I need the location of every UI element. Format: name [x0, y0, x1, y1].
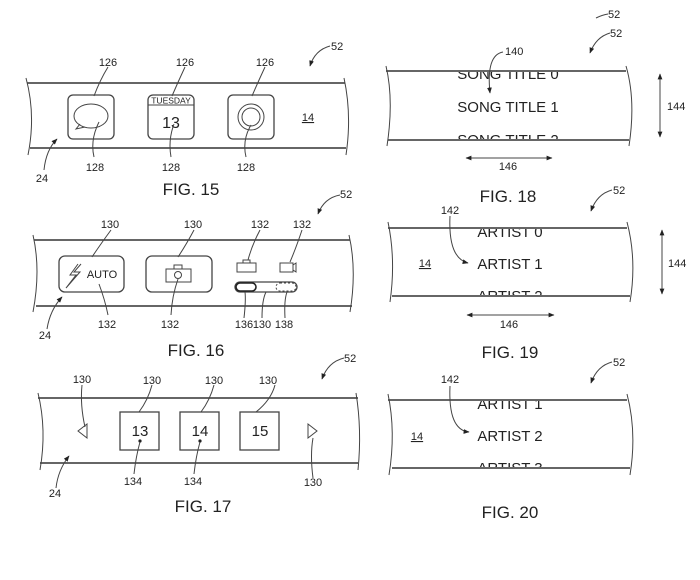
- figure-16: AUTO 130 130 132 132 132 132 136 130 138…: [33, 189, 353, 360]
- ref-mode-icon-132: 132: [251, 219, 269, 231]
- list-item[interactable]: ARTIST 1: [477, 396, 542, 413]
- ref-device-52: 52: [344, 353, 356, 365]
- ref-arrow-130: 130: [73, 374, 91, 386]
- ref-strip-24: 24: [39, 330, 51, 342]
- ref-display-14: 14: [419, 258, 431, 270]
- list-item[interactable]: ARTIST 0: [477, 224, 542, 241]
- ref-strip-24: 24: [49, 488, 61, 500]
- ref-device-52: 52: [613, 357, 625, 369]
- camera-shutter-button[interactable]: [146, 256, 212, 292]
- ref-item-142: 142: [441, 374, 459, 386]
- figure-caption: FIG. 15: [163, 180, 220, 199]
- figure-caption: FIG. 19: [482, 343, 539, 362]
- ref-date-130: 130: [259, 375, 277, 387]
- ref-icon-126: 126: [176, 57, 194, 69]
- ref-slider-136: 136: [235, 319, 253, 331]
- ref-date-130: 130: [143, 375, 161, 387]
- date-label: 13: [132, 423, 149, 440]
- ref-glyph-132: 132: [161, 319, 179, 331]
- figure-17: 13 14 15 130 130 130 130 134 134 130 24 …: [38, 353, 360, 516]
- ref-horizontal-146: 146: [500, 319, 518, 331]
- record-app-button[interactable]: [228, 95, 274, 139]
- ref-device-52: 52: [608, 9, 620, 21]
- ref-slider-130: 130: [253, 319, 271, 331]
- ref-horizontal-146: 146: [499, 161, 517, 173]
- ref-vertical-144: 144: [668, 258, 686, 270]
- figure-15: TUESDAY 13 14 126 126 126 128 128 128 24…: [26, 41, 349, 199]
- ref-item-142: 142: [441, 205, 459, 217]
- ref-device-52: 52: [340, 189, 352, 201]
- previous-arrow-button[interactable]: [78, 424, 87, 438]
- calendar-date-label: 13: [162, 115, 180, 132]
- ref-glyph-128: 128: [162, 162, 180, 174]
- figure-caption: FIG. 20: [482, 503, 539, 522]
- song-title-list[interactable]: SONG TITLE 0 SONG TITLE 1 SONG TITLE 2: [457, 66, 558, 149]
- artist-list[interactable]: ARTIST 0 ARTIST 1 ARTIST 2: [477, 224, 542, 305]
- flash-mode-label: AUTO: [87, 269, 118, 281]
- ref-icon-126: 126: [256, 57, 274, 69]
- ref-strip-24: 24: [36, 173, 48, 185]
- figure-20: ARTIST 1 ARTIST 2 ARTIST 3 14 142 52 FIG…: [388, 357, 633, 522]
- next-arrow-button[interactable]: [308, 424, 317, 438]
- ref-vertical-144: 144: [667, 101, 685, 113]
- ref-date-130: 130: [205, 375, 223, 387]
- artist-list[interactable]: ARTIST 1 ARTIST 2 ARTIST 3: [477, 396, 542, 477]
- figure-caption: FIG. 16: [168, 341, 225, 360]
- ref-display-14: 14: [411, 431, 423, 443]
- ref-dot-134: 134: [184, 476, 202, 488]
- ref-device-52: 52: [613, 185, 625, 197]
- list-item-selected[interactable]: SONG TITLE 1: [457, 99, 558, 116]
- ref-arrow-130: 130: [304, 477, 322, 489]
- calendar-day-label: TUESDAY: [151, 96, 191, 106]
- ref-button-130: 130: [101, 219, 119, 231]
- list-item-selected[interactable]: ARTIST 1: [477, 256, 542, 273]
- ref-display-14: 14: [302, 112, 314, 124]
- date-label: 15: [252, 423, 269, 440]
- figure-caption: FIG. 18: [480, 187, 537, 206]
- date-label: 14: [192, 423, 209, 440]
- list-item[interactable]: SONG TITLE 0: [457, 66, 558, 83]
- figure-18: SONG TITLE 0 SONG TITLE 1 SONG TITLE 2 1…: [386, 9, 685, 206]
- strip-right-break: [344, 78, 349, 155]
- video-camera-icon: [280, 263, 296, 272]
- list-item-selected[interactable]: ARTIST 2: [477, 428, 542, 445]
- figure-caption: FIG. 17: [175, 497, 232, 516]
- ref-device-52: 52: [610, 28, 622, 40]
- strip-left-break: [26, 78, 32, 155]
- messages-app-button[interactable]: [68, 95, 114, 139]
- ref-slider-138: 138: [275, 319, 293, 331]
- ref-glyph-128: 128: [86, 162, 104, 174]
- slider-knob[interactable]: [236, 283, 256, 291]
- ref-mode-icon-132: 132: [293, 219, 311, 231]
- ref-button-130: 130: [184, 219, 202, 231]
- still-camera-icon: [237, 260, 256, 272]
- ref-glyph-132: 132: [98, 319, 116, 331]
- figure-19: ARTIST 0 ARTIST 1 ARTIST 2 14 142 144 14…: [388, 185, 686, 362]
- ref-device-52: 52: [331, 41, 343, 53]
- ref-icon-126: 126: [99, 57, 117, 69]
- ref-glyph-128: 128: [237, 162, 255, 174]
- ref-dot-134: 134: [124, 476, 142, 488]
- ref-item-140: 140: [505, 46, 523, 58]
